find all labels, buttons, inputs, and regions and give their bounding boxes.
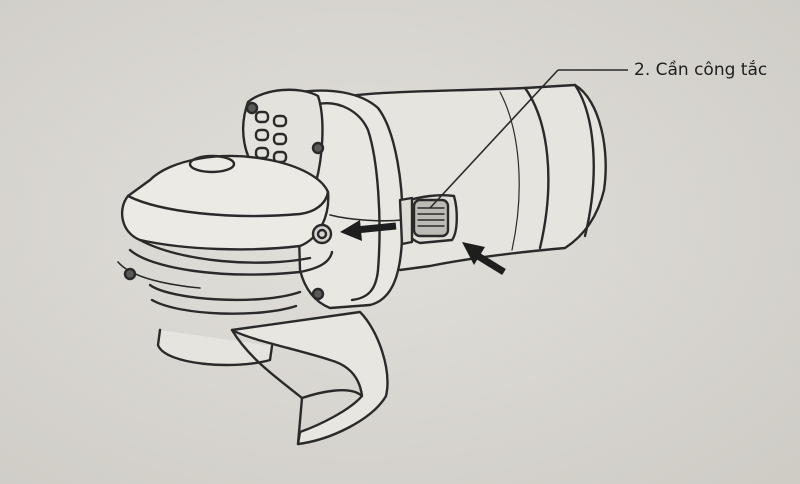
slide-arrow-lever <box>340 220 397 241</box>
spindle-lock-button <box>311 223 333 245</box>
wheel-guard <box>230 310 389 446</box>
spindle-flange <box>148 283 302 367</box>
callout-leader <box>429 69 628 209</box>
push-arrow-switch <box>462 242 506 275</box>
switch-lever-label: 2. Cần công tắc <box>634 60 768 80</box>
housing-screws <box>123 101 325 301</box>
switch-lever <box>398 194 458 246</box>
